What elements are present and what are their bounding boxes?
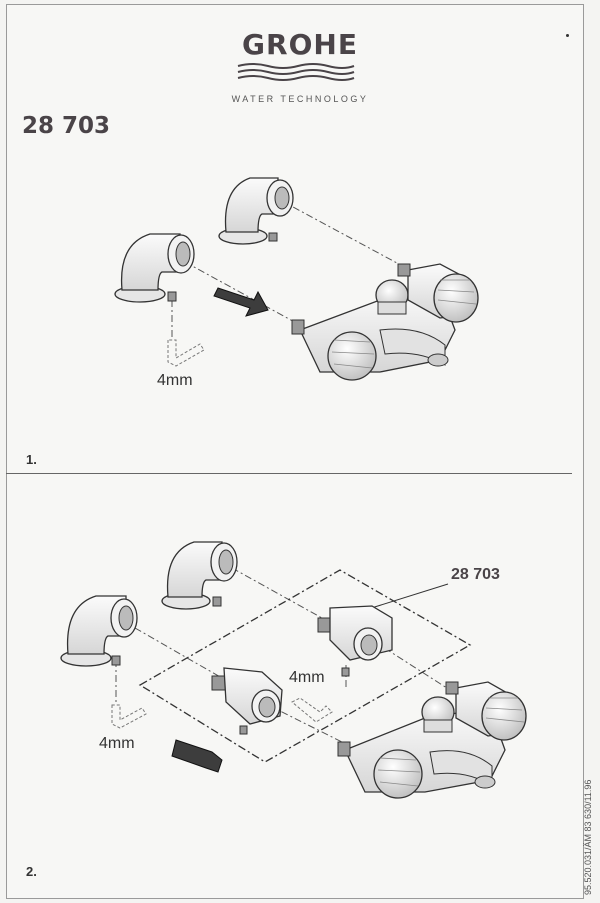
model-number: 28 703 <box>22 113 111 139</box>
step-number-2: 2. <box>26 864 37 879</box>
brand-name: GROHE <box>242 28 358 61</box>
direction-arrow-icon <box>213 287 269 317</box>
brand-logo: GROHE <box>0 28 600 61</box>
bath-mixer-2 <box>337 681 527 799</box>
elbow-connector-upper <box>218 177 294 245</box>
callout-leader <box>364 583 449 611</box>
hex-key-size-label-right: 4mm <box>289 669 325 686</box>
grub-screw-lower-2 <box>111 655 121 666</box>
part-callout-label: 28 703 <box>451 566 500 583</box>
brand-tagline: WATER TECHNOLOGY <box>231 94 369 104</box>
step-divider <box>6 473 572 474</box>
adapter-piece-rear <box>317 605 393 677</box>
hex-key-size-label-left: 4mm <box>99 735 135 752</box>
waves-logo-icon <box>237 63 355 81</box>
hex-key-size-label: 4mm <box>157 372 193 389</box>
kit-outline <box>138 569 472 763</box>
elbow-connector-lower <box>114 233 195 303</box>
speck <box>566 34 569 37</box>
document-code: 95.520.031/ÄM 83 630/11.96 <box>583 779 593 895</box>
step-number-1: 1. <box>26 452 37 467</box>
hex-key-icon <box>167 339 205 367</box>
bath-mixer <box>291 263 479 381</box>
adapter-piece-front <box>211 667 283 735</box>
direction-arrow-icon-2 <box>171 739 223 773</box>
elbow-connector-lower-2 <box>60 595 138 667</box>
hex-key-right-icon <box>291 697 333 723</box>
grub-screw-lower <box>167 291 177 302</box>
grub-screw-upper <box>268 232 278 242</box>
elbow-connector-upper-2 <box>161 541 238 610</box>
hex-key-left-icon <box>111 704 147 729</box>
grub-screw-upper-2 <box>212 596 222 607</box>
